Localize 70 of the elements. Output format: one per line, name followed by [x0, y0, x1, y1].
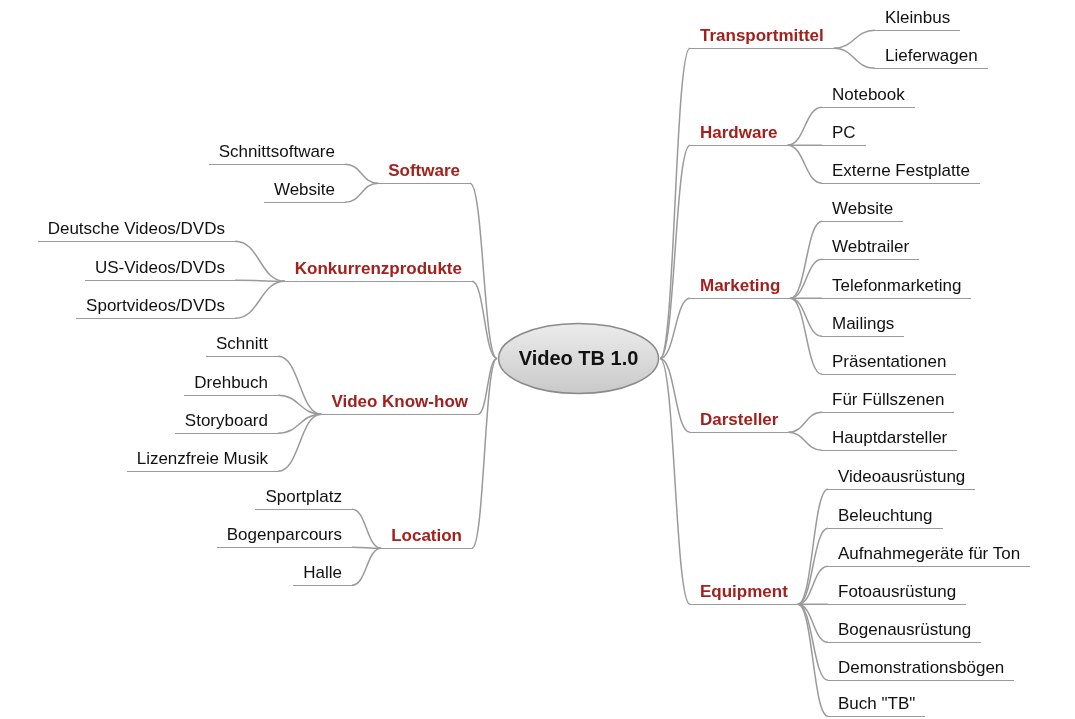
connector-line	[351, 546, 382, 549]
connector-line	[659, 357, 691, 605]
connector-line	[344, 182, 379, 203]
branch-topic: Marketing	[690, 274, 791, 299]
connector-line	[797, 527, 829, 605]
subtopic: Bogenparcours	[216, 523, 352, 548]
connector-line	[659, 297, 691, 360]
branch-topic: Konkurrenzprodukte	[284, 257, 472, 282]
subtopic: Mailings	[822, 312, 905, 337]
subtopic: Website	[263, 178, 345, 203]
subtopic: Präsentationen	[822, 350, 957, 375]
subtopic: Videoausrüstung	[828, 465, 976, 490]
connector-line	[277, 394, 323, 415]
connector-line	[797, 603, 829, 681]
subtopic: Fotoausrüstung	[828, 580, 967, 605]
connector-line	[787, 431, 823, 451]
branch-topic: Equipment	[690, 580, 798, 605]
subtopic: Sportvideos/DVDs	[76, 294, 235, 319]
subtopic: Demonstrationsbögen	[828, 656, 1015, 681]
connector-line	[787, 411, 823, 433]
connector-line	[786, 106, 823, 146]
subtopic: Hauptdarsteller	[822, 426, 958, 451]
subtopic: Aufnahmegeräte für Ton	[828, 542, 1031, 567]
central-topic-text: Video TB 1.0	[517, 346, 640, 371]
connector-line	[234, 279, 286, 282]
subtopic: Externe Festplatte	[822, 159, 980, 184]
subtopic: Für Füllszenen	[822, 388, 955, 413]
connector-line	[659, 144, 691, 360]
connector-line	[797, 603, 829, 717]
subtopic: Website	[822, 197, 904, 222]
subtopic: Beleuchtung	[828, 504, 943, 529]
branch-topic: Hardware	[690, 121, 788, 146]
branch-topic: Transportmittel	[690, 24, 834, 49]
subtopic: Sportplatz	[255, 485, 352, 510]
connector-line	[344, 163, 379, 184]
subtopic: Telefonmarketing	[822, 274, 972, 299]
central-topic-ellipse	[497, 322, 660, 395]
subtopic: Webtrailer	[822, 235, 920, 260]
connector-line	[833, 47, 876, 69]
subtopic: Notebook	[822, 83, 915, 108]
connector-line	[471, 357, 498, 549]
subtopic: Halle	[293, 561, 352, 586]
subtopic: PC	[822, 121, 866, 146]
connector-line	[797, 565, 829, 605]
subtopic: Drehbuch	[184, 371, 278, 396]
connector-line	[659, 357, 691, 433]
subtopic: Schnitt	[206, 332, 278, 357]
subtopic: Kleinbus	[875, 6, 961, 31]
connector-line	[351, 547, 382, 586]
subtopic: Storyboard	[174, 409, 278, 434]
connector-line	[833, 29, 876, 49]
branch-topic: Software	[378, 159, 470, 184]
connector-line	[477, 357, 498, 415]
connector-line	[789, 297, 823, 375]
subtopic: Schnittsoftware	[208, 140, 345, 165]
connector-line	[234, 280, 286, 319]
subtopic: Deutsche Videos/DVDs	[37, 217, 235, 242]
subtopic: US-Videos/DVDs	[84, 256, 235, 281]
subtopic: Lizenzfreie Musik	[126, 447, 278, 472]
subtopic: Lieferwagen	[875, 44, 988, 69]
connector-line	[789, 258, 823, 299]
connector-line	[659, 47, 691, 360]
branch-topic: Location	[381, 524, 472, 549]
connector-line	[786, 144, 823, 184]
connector-line	[277, 413, 323, 472]
connector-line	[471, 280, 498, 360]
branch-topic: Darsteller	[690, 408, 789, 433]
subtopic: Buch "TB"	[828, 692, 926, 717]
subtopic: Bogenausrüstung	[828, 618, 982, 643]
branch-topic: Video Know-how	[321, 390, 478, 415]
